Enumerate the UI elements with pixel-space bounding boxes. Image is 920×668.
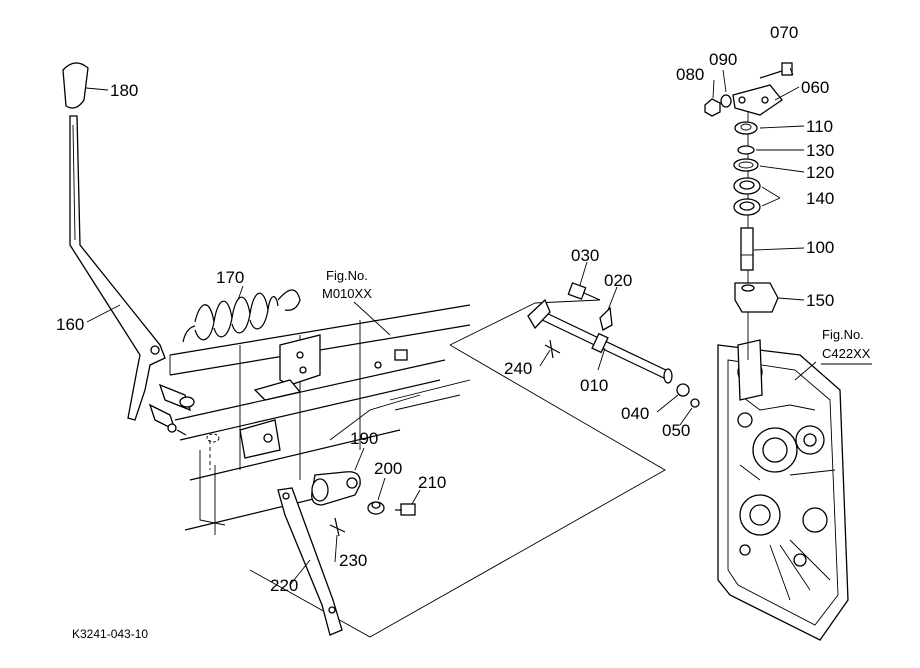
- figure-ref-c422: Fig.No. C422XX: [822, 327, 871, 361]
- label-120: 120: [806, 163, 834, 182]
- label-220: 220: [270, 576, 298, 595]
- label-240: 240: [504, 359, 532, 378]
- part-labels: 180 160 170 070 090 080 060 110 130 120 …: [56, 23, 834, 595]
- label-060: 060: [801, 78, 829, 97]
- label-110: 110: [806, 117, 833, 136]
- label-070: 070: [770, 23, 798, 42]
- knob-180-shape: [62, 62, 89, 109]
- fig-ref-code-2: C422XX: [822, 346, 871, 361]
- label-050: 050: [662, 421, 690, 440]
- label-200: 200: [374, 459, 402, 478]
- fig-ref-code-1: M010XX: [322, 286, 372, 301]
- shaft-stack: [704, 62, 793, 360]
- label-190: 190: [350, 429, 378, 448]
- fig-ref-title-1: Fig.No.: [326, 268, 368, 283]
- label-080: 080: [676, 65, 704, 84]
- label-210: 210: [418, 473, 446, 492]
- label-010: 010: [580, 376, 608, 395]
- rod-010-assembly: [527, 282, 700, 408]
- label-170: 170: [216, 268, 244, 287]
- lower-arm-assembly: [277, 471, 416, 636]
- label-020: 020: [604, 271, 632, 290]
- fig-ref-title-2: Fig.No.: [822, 327, 864, 342]
- spring-170: [182, 289, 301, 343]
- label-230: 230: [339, 551, 367, 570]
- lever-160-shape: [69, 115, 166, 421]
- lever-assembly: [62, 62, 195, 436]
- figure-ref-m010: Fig.No. M010XX: [322, 268, 372, 301]
- label-130: 130: [806, 141, 834, 160]
- frame-structure: [169, 304, 471, 535]
- leader-lines: [85, 67, 872, 586]
- drawing-code: K3241-043-10: [72, 627, 148, 641]
- label-090: 090: [709, 50, 737, 69]
- label-140: 140: [806, 189, 834, 208]
- transmission-housing: [717, 339, 849, 641]
- label-100: 100: [806, 238, 834, 257]
- label-160: 160: [56, 315, 84, 334]
- label-180: 180: [110, 81, 138, 100]
- label-030: 030: [571, 246, 599, 265]
- label-040: 040: [621, 404, 649, 423]
- label-150: 150: [806, 291, 834, 310]
